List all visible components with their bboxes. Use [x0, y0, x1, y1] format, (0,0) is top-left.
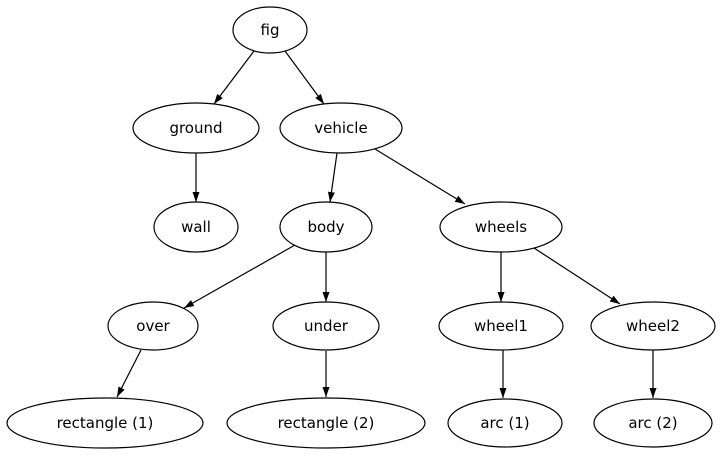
node-wheel2-label: wheel2 — [626, 317, 680, 335]
node-wall: wall — [153, 201, 239, 253]
node-ground: ground — [132, 102, 260, 154]
edge-over-rect1 — [116, 349, 142, 398]
node-wheel2: wheel2 — [590, 301, 716, 351]
node-vehicle: vehicle — [279, 102, 403, 154]
node-wheel1-label: wheel1 — [474, 317, 528, 335]
edge-fig-vehicle — [284, 50, 325, 105]
node-over-label: over — [136, 317, 170, 335]
node-arc-2-label: arc (2) — [628, 414, 677, 432]
node-vehicle-label: vehicle — [314, 119, 367, 137]
node-wheels: wheels — [439, 201, 563, 253]
node-rectangle-2: rectangle (2) — [226, 397, 426, 449]
edge-wheels-wheel2 — [533, 247, 621, 305]
node-fig: fig — [232, 6, 308, 54]
node-ground-label: ground — [169, 119, 222, 137]
node-arc-1: arc (1) — [447, 398, 563, 448]
node-over: over — [107, 301, 199, 351]
node-rectangle-2-label: rectangle (2) — [278, 414, 375, 432]
nodes: fig ground vehicle wall body wheels — [6, 6, 716, 449]
edge-fig-ground — [213, 50, 255, 105]
node-arc-2: arc (2) — [593, 398, 713, 448]
node-wheel1: wheel1 — [438, 301, 564, 351]
node-body-label: body — [307, 218, 344, 236]
edge-vehicle-body — [327, 152, 338, 203]
node-arc-1-label: arc (1) — [480, 414, 529, 432]
edges — [116, 50, 657, 398]
node-fig-label: fig — [261, 21, 280, 39]
node-rectangle-1: rectangle (1) — [6, 397, 204, 449]
node-rectangle-1-label: rectangle (1) — [57, 414, 154, 432]
node-wall-label: wall — [181, 218, 211, 236]
edge-body-over — [183, 244, 296, 309]
node-under-label: under — [304, 317, 349, 335]
node-body: body — [279, 201, 373, 253]
edge-vehicle-wheels — [374, 148, 466, 205]
node-wheels-label: wheels — [475, 218, 527, 236]
node-under: under — [272, 301, 380, 351]
